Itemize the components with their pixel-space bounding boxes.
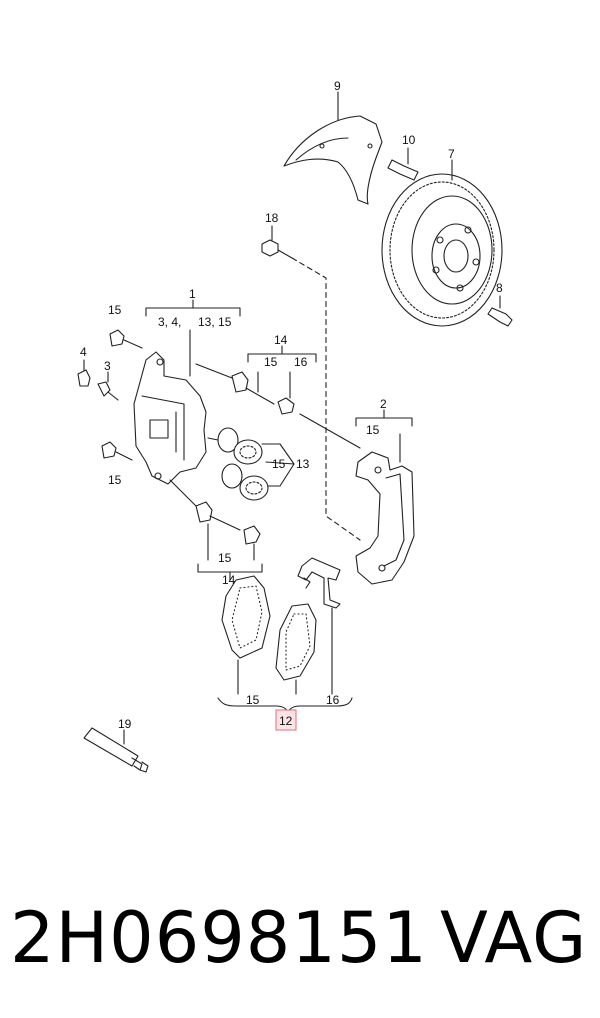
label-15-left: 15: [108, 473, 122, 487]
screw-8: [487, 295, 513, 327]
brake-assembly-diagram: 9 10 7 18 8 1 3, 4, 13, 15 15 4 3 15 14 …: [77, 79, 513, 773]
label-9: 9: [334, 79, 341, 93]
label-4: 4: [80, 345, 87, 359]
part-labels: 9 10 7 18 8 1 3, 4, 13, 15 15 4 3 15 14 …: [80, 79, 503, 731]
bleed-valve-3: [97, 371, 119, 401]
brake-carrier: [299, 409, 415, 585]
label-2-sub: 15: [366, 423, 380, 437]
label-14-bottom-sub: 15: [218, 551, 232, 565]
retaining-clips: [297, 557, 341, 695]
cap-4: [77, 359, 91, 387]
splash-shield: [283, 91, 383, 205]
label-15-seal: 15: [272, 457, 286, 471]
label-14-top-a: 15: [264, 355, 278, 369]
label-16-pad: 16: [326, 693, 340, 707]
label-1-sub-b: 13, 15: [198, 315, 232, 329]
brake-pad-inner: [275, 603, 317, 695]
brake-pad-outer: [221, 575, 271, 695]
label-15-pad: 15: [246, 693, 260, 707]
grease-tube: [83, 727, 149, 773]
bolt-18: [261, 225, 361, 541]
label-18: 18: [265, 211, 279, 225]
label-12: 12: [279, 714, 293, 728]
guide-pin-top: [195, 345, 317, 415]
label-3: 3: [104, 359, 111, 373]
label-14-top: 14: [274, 333, 288, 347]
screw-15-bottom: [101, 441, 133, 461]
bolt-10: [387, 147, 419, 181]
label-7: 7: [448, 147, 455, 161]
seal-set-13: [207, 427, 295, 501]
label-1-sub-a: 3, 4,: [158, 315, 181, 329]
label-1: 1: [189, 287, 196, 301]
label-2: 2: [380, 397, 387, 411]
label-13: 13: [296, 457, 310, 471]
part-12-highlight: [275, 709, 297, 731]
part-number: 2H0698151: [10, 897, 428, 979]
label-14-top-b: 16: [294, 355, 308, 369]
label-15-top: 15: [108, 303, 122, 317]
brake-caliper: [133, 351, 207, 485]
brand-name: VAG: [440, 897, 588, 979]
guide-pin-bottom: [169, 479, 263, 581]
label-1-bracket: [145, 299, 241, 377]
brake-disc: [381, 159, 503, 327]
label-10: 10: [402, 133, 416, 147]
label-14-bottom: 14: [222, 573, 236, 587]
label-19: 19: [118, 717, 132, 731]
label-8: 8: [496, 281, 503, 295]
screw-15-top: [109, 329, 143, 349]
